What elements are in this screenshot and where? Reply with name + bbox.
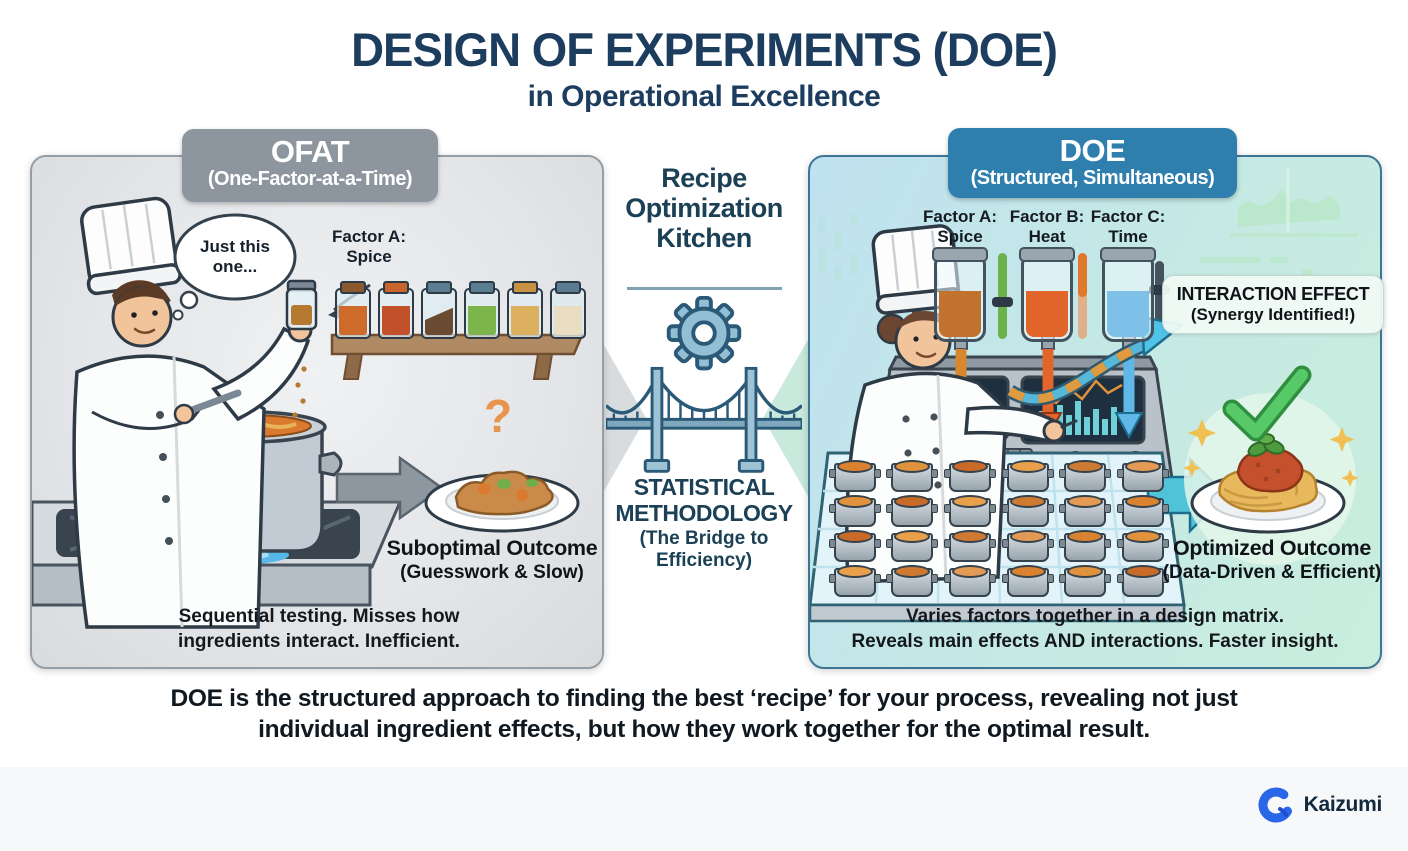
matrix-pot [1059,495,1112,527]
question-mark: ? [483,390,513,442]
interaction-title: INTERACTION EFFECT [1176,284,1370,304]
thought-bubble [172,213,297,321]
ofat-header-tab: OFAT (One-Factor-at-a-Time) [182,129,438,202]
doe-header-tab: DOE (Structured, Simultaneous) [948,128,1237,198]
brand-name: Kaizumi [1303,793,1383,816]
heat-dispenser-glass [1019,247,1075,343]
checkmark-icon [1222,365,1312,442]
kaizumi-logo-icon [1258,787,1294,823]
center-method-subtitle: (The Bridge to Efficiency) [639,528,769,571]
matrix-pot [1059,530,1112,562]
thought-bubble-text: Just this one... [200,237,270,276]
spice-jar [378,281,414,339]
spice-jar [421,281,457,339]
factor-dispenser-time: Factor C: Time [1084,207,1172,343]
brand-logo: Kaizumi [1256,785,1382,825]
matrix-pot [828,495,881,527]
matrix-pot [1117,460,1170,492]
matrix-pot [828,565,881,597]
matrix-pot [886,460,939,492]
matrix-pot [1001,530,1054,562]
spice-dispenser-glass [932,247,988,343]
center-method-title: STATISTICAL METHODOLOGY [615,474,793,527]
matrix-pot [1059,565,1112,597]
matrix-pot [944,495,997,527]
matrix-pot [1001,460,1054,492]
ofat-scene-illustration [32,196,584,629]
doe-outcome: Optimized Outcome (Data-Driven & Efficie… [1158,536,1386,584]
doe-outcome-subtitle: (Data-Driven & Efficient) [1162,562,1382,583]
factor-dispenser-spice: Factor A: Spice [916,207,1004,343]
time-dispenser-glass [1100,247,1156,343]
matrix-pot [1001,495,1054,527]
matrix-pot [1117,530,1170,562]
spice-shelf [330,333,584,380]
matrix-pot [944,565,997,597]
center-divider [627,287,782,290]
matrix-pot [1117,565,1170,597]
spice-jar [507,281,543,339]
doe-caption: Varies factors together in a design matr… [851,606,1339,652]
matrix-pot [1059,460,1112,492]
design-matrix-grid [826,457,1172,599]
sparkle-icons [1183,419,1359,487]
center-kitchen-title: Recipe Optimization Kitchen [625,163,783,254]
interaction-subtitle: (Synergy Identified!) [1190,305,1356,324]
summary-caption: DOE is the structured approach to findin… [170,685,1238,744]
footer-bar: Kaizumi [0,767,1408,851]
doe-outcome-title: Optimized Outcome [1173,536,1371,560]
bridge-icon [606,366,802,473]
ofat-panel: Just this one... Factor A: Spice ? Subop… [30,155,604,669]
matrix-pot [1117,495,1170,527]
gear-icon [666,296,742,371]
ofat-caption: Sequential testing. Misses how ingredien… [178,606,460,652]
page-title: DESIGN OF EXPERIMENTS (DOE) [351,23,1058,76]
matrix-pot [886,495,939,527]
optimized-dish-illustration [1184,393,1356,565]
page-subtitle: in Operational Excellence [527,80,881,113]
ofat-outcome-title: Suboptimal Outcome [386,536,598,560]
factor-dispenser-heat: Factor B: Heat [1003,207,1091,343]
matrix-pot [944,460,997,492]
ofat-outcome-subtitle: (Guesswork & Slow) [400,562,584,583]
interaction-effect-box: INTERACTION EFFECT (Synergy Identified!) [1162,275,1384,334]
ofat-outcome: Suboptimal Outcome (Guesswork & Slow) [360,536,624,584]
doe-panel: Factor A: Spice Factor B: Heat Factor C:… [808,155,1384,669]
matrix-pot [886,565,939,597]
ofat-factor-label: Factor A: Spice [332,227,406,266]
spice-jar [464,281,500,339]
matrix-pot [828,460,881,492]
ofat-chef-illustration [72,196,318,629]
bridge-gear-illustration [606,296,802,473]
suboptimal-dish-illustration [424,470,580,533]
spice-jar [550,281,586,339]
spice-jar [335,281,371,339]
spice-jar-row [335,281,589,339]
matrix-pot [828,530,881,562]
matrix-pot [1001,565,1054,597]
matrix-pot [886,530,939,562]
ofat-result-arrow [335,455,445,521]
matrix-pot [944,530,997,562]
